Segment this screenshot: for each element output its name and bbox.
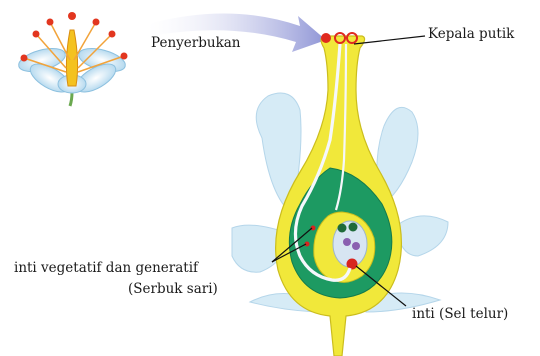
small-flower-anther [109, 31, 116, 38]
pollen-nuclei-label-line2: (Serbuk sari) [128, 281, 218, 297]
small-flower-stem [70, 92, 72, 106]
stigma-label: Kepala putik [428, 26, 514, 42]
small-flower-anther [121, 53, 128, 60]
pollen-nuclei-label-line1: inti vegetatif dan generatif [14, 260, 198, 276]
egg-cell [347, 259, 358, 270]
pollen-grain [321, 33, 331, 43]
small-flower-anther [21, 55, 28, 62]
pollination-label: Penyerbukan [151, 35, 241, 51]
small-flower-anther [47, 19, 54, 26]
polar-nucleus [343, 238, 351, 246]
lower-right-petal [396, 216, 448, 256]
small-flower-illustration [16, 12, 128, 106]
synergid-cell [338, 224, 347, 233]
small-flower-anther [33, 31, 40, 38]
egg-nucleus-label: inti (Sel telur) [412, 306, 508, 322]
small-flower-anther [93, 19, 100, 26]
small-flower-stigma [68, 12, 76, 20]
polar-nucleus [352, 242, 360, 250]
synergid-cell [349, 223, 358, 232]
